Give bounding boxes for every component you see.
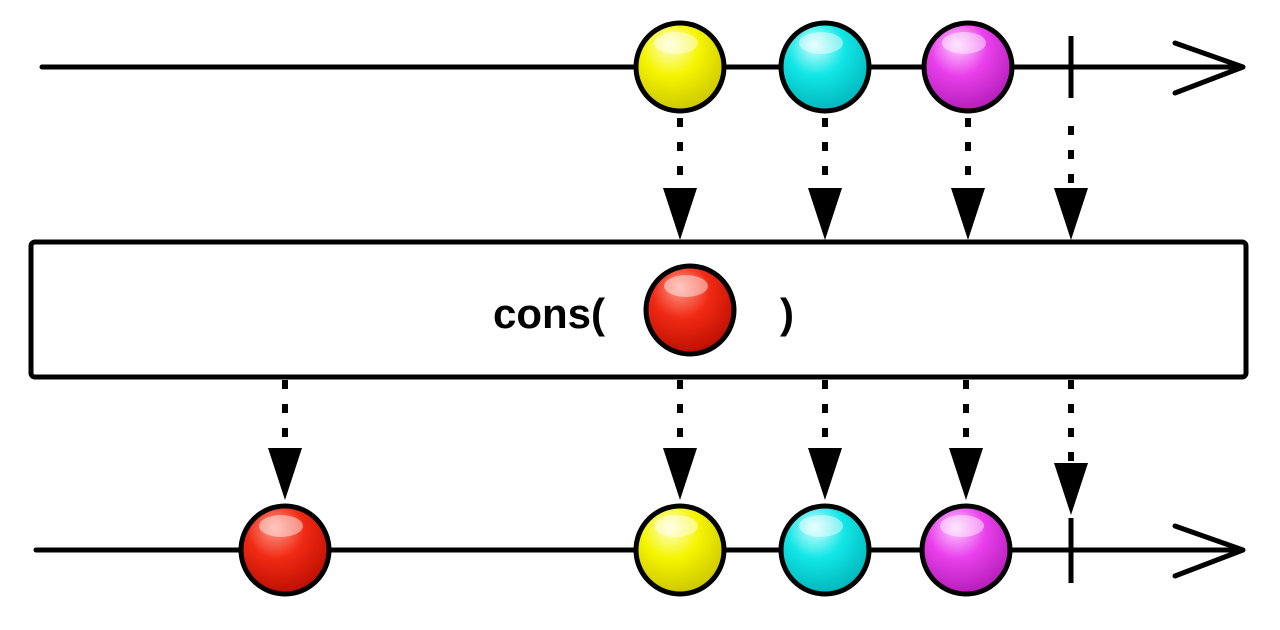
source-marble-magenta	[921, 20, 1015, 114]
output-connector-cyan	[808, 380, 842, 500]
input-connector-magenta-arrowhead	[951, 188, 985, 240]
result-timeline-arrowhead	[1172, 523, 1246, 579]
output-connector-completion	[1054, 380, 1088, 515]
source-marble-cyan	[778, 20, 872, 114]
source-marble-yellow-highlight	[654, 32, 698, 54]
operator-arg-marble	[643, 263, 737, 357]
result-marble-yellow-highlight	[654, 515, 698, 537]
input-connectors	[663, 118, 1088, 240]
result-marble-cyan-highlight	[799, 515, 843, 537]
result-marble-magenta	[919, 503, 1013, 597]
result-marble-cyan	[778, 503, 872, 597]
source-marbles	[633, 20, 1015, 114]
operator-label-suffix: )	[780, 290, 794, 337]
input-connector-cyan-arrowhead	[808, 188, 842, 240]
operator-label-prefix: cons(	[493, 290, 605, 337]
input-connector-cyan	[808, 118, 842, 240]
output-connector-cyan-arrowhead	[808, 448, 842, 500]
result-marble-magenta-highlight	[940, 515, 984, 537]
result-marble-red	[238, 503, 332, 597]
output-connector-completion-arrowhead	[1054, 463, 1088, 515]
result-marble-magenta-circle	[919, 503, 1013, 597]
source-marble-yellow-circle	[633, 20, 727, 114]
input-connector-yellow-arrowhead	[663, 188, 697, 240]
input-connector-yellow	[663, 118, 697, 240]
operator-box	[28, 239, 1249, 380]
output-connector-red-arrowhead	[268, 448, 302, 500]
output-connector-red	[268, 380, 302, 500]
output-connector-yellow	[663, 380, 697, 500]
output-connector-magenta-arrowhead	[949, 448, 983, 500]
output-connector-magenta	[949, 380, 983, 500]
output-connector-yellow-arrowhead	[663, 448, 697, 500]
source-marble-yellow	[633, 20, 727, 114]
result-marble-red-highlight	[259, 515, 303, 537]
input-connector-completion	[1054, 126, 1088, 240]
source-marble-cyan-highlight	[799, 32, 843, 54]
result-stream	[33, 503, 1246, 597]
output-connectors	[268, 380, 1088, 515]
result-marbles	[238, 503, 1013, 597]
operator-box-group: cons( )	[28, 239, 1249, 380]
source-marble-magenta-highlight	[942, 32, 986, 54]
result-marble-yellow-circle	[633, 503, 727, 597]
source-marble-magenta-circle	[921, 20, 1015, 114]
operator-arg-marble-circle	[643, 263, 737, 357]
result-marble-yellow	[633, 503, 727, 597]
operator-argument-marble	[643, 263, 737, 357]
input-connector-completion-arrowhead	[1054, 188, 1088, 240]
source-timeline-arrowhead	[1172, 40, 1246, 96]
result-marble-red-circle	[238, 503, 332, 597]
operator-arg-marble-highlight	[664, 275, 708, 297]
result-marble-cyan-circle	[778, 503, 872, 597]
source-marble-cyan-circle	[778, 20, 872, 114]
source-stream	[39, 20, 1246, 114]
input-connector-magenta	[951, 118, 985, 240]
